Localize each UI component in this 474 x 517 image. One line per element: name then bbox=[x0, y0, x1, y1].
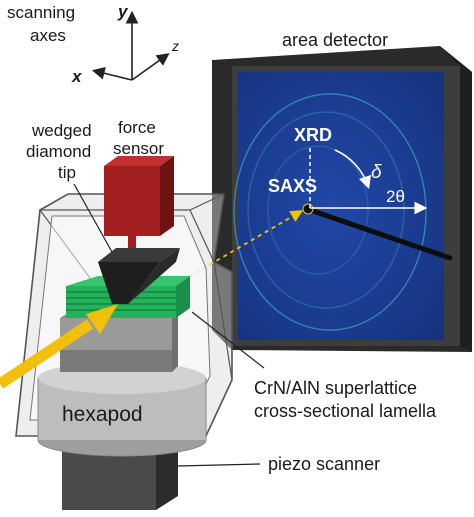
two-theta-label: 2θ bbox=[386, 187, 405, 206]
saxs-label: SAXS bbox=[268, 176, 317, 196]
area-detector-label: area detector bbox=[282, 30, 388, 50]
axis-y-label: y bbox=[117, 2, 129, 21]
lamella-pointer bbox=[191, 311, 265, 369]
diamond-tip bbox=[98, 248, 180, 304]
hexapod-label: hexapod bbox=[62, 403, 143, 426]
detector-panel bbox=[238, 72, 444, 340]
axis-x-label: x bbox=[71, 67, 83, 86]
scanning-axes bbox=[91, 10, 170, 81]
area-detector bbox=[212, 46, 472, 352]
lamella-label-2: cross-sectional lamella bbox=[254, 401, 437, 421]
delta-label: δ bbox=[371, 162, 382, 183]
axes-label: axes bbox=[30, 26, 66, 45]
sample-base bbox=[60, 312, 178, 372]
axis-z-label: z bbox=[171, 38, 179, 54]
piezo-label: piezo scanner bbox=[268, 454, 380, 474]
diamond-label: diamond bbox=[26, 142, 91, 161]
incident-beam bbox=[0, 304, 118, 389]
xrd-label: XRD bbox=[294, 125, 332, 145]
wedged-label: wedged bbox=[31, 121, 92, 140]
force-label: force bbox=[118, 118, 156, 137]
lamella-label-1: CrN/AlN superlattice bbox=[254, 378, 417, 398]
sensor-label: sensor bbox=[113, 139, 164, 158]
tip-pointer bbox=[73, 183, 113, 253]
force-sensor bbox=[104, 156, 174, 248]
piezo-pointer bbox=[177, 463, 261, 467]
tip-label: tip bbox=[58, 163, 76, 182]
scanning-label: scanning bbox=[7, 3, 75, 22]
beamstop bbox=[307, 207, 453, 261]
